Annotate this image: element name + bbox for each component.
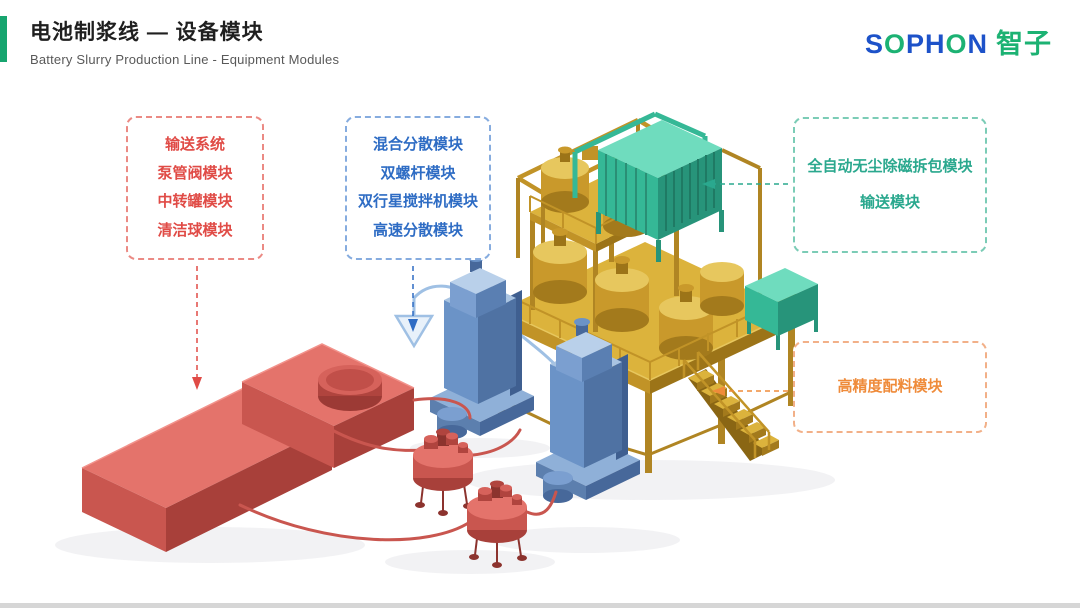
callout-line: 输送系统: [164, 136, 225, 154]
slurry-tank: [700, 262, 744, 316]
callout-line: 高速分散模块: [372, 221, 463, 239]
callout-line: 泵管阀模块: [157, 164, 233, 182]
arrow-mixing: [408, 266, 418, 332]
teal-overhead-pipes: [572, 111, 708, 198]
hopper-funnel: [393, 314, 435, 349]
slurry-tank: [659, 284, 713, 360]
transfer-tank: [318, 365, 382, 411]
teal-unpacking-module: [572, 111, 818, 350]
callout-mixing-modules: 混合分散模块 双螺杆模块 双行星搅拌机模块 高速分散模块: [345, 116, 491, 260]
equipment-illustration: [55, 111, 835, 574]
callout-line: 全自动无尘除磁拆包模块: [807, 158, 973, 175]
teal-outfeed-conveyor: [745, 268, 818, 350]
callout-conveying-system: 输送系统 泵管阀模块 中转罐模块 清洁球模块: [126, 116, 264, 260]
callout-line: 双行星搅拌机模块: [357, 193, 478, 211]
header-accent-bar: [0, 16, 7, 62]
callout-dosing-module: 高精度配料模块: [793, 341, 987, 433]
page-subtitle: Battery Slurry Production Line - Equipme…: [30, 52, 340, 67]
slurry-tank: [533, 228, 587, 304]
logo-letters-ph: PH: [905, 29, 946, 59]
callout-line: 中转罐模块: [157, 193, 233, 211]
callout-line: 高精度配料模块: [837, 378, 943, 395]
diagram-stage: 输送系统 泵管阀模块 中转罐模块 清洁球模块 混合分散模块 双螺杆模块 双行星搅…: [0, 80, 1080, 600]
red-conveying-module: [81, 343, 415, 552]
logo-chinese-name: 智子: [996, 29, 1052, 59]
platform-stairs: [682, 351, 779, 461]
red-planetary-mixer-right: [467, 480, 527, 568]
blue-mixing-machine-right: [536, 318, 640, 503]
logo-letter-n: N: [967, 29, 988, 59]
slurry-tank: [541, 146, 589, 213]
blue-mixing-machine-left: [430, 254, 534, 439]
page-title: 电池制浆线 — 设备模块: [30, 21, 264, 44]
callout-arrows: [192, 179, 788, 396]
logo-letter-o-icon: O: [945, 29, 968, 59]
red-planetary-mixer-left: [413, 428, 473, 516]
callout-line: 混合分散模块: [372, 136, 463, 154]
callout-line: 输送模块: [859, 194, 920, 211]
callout-line: 双螺杆模块: [380, 164, 456, 182]
arrow-dosing: [712, 386, 788, 396]
callout-line: 清洁球模块: [157, 221, 233, 239]
header-titles: 电池制浆线 — 设备模块 Battery Slurry Production L…: [30, 16, 339, 67]
callout-unpacking-modules: 全自动无尘除磁拆包模块 输送模块: [793, 117, 987, 253]
bottom-divider: [0, 603, 1080, 608]
logo-letter-o-icon: O: [883, 29, 906, 59]
logo-letter-s: S: [864, 29, 884, 59]
header: 电池制浆线 — 设备模块 Battery Slurry Production L…: [0, 0, 1080, 80]
arrow-unpacking: [702, 179, 788, 189]
arrow-conveying: [192, 266, 202, 390]
slurry-tank: [595, 256, 649, 332]
